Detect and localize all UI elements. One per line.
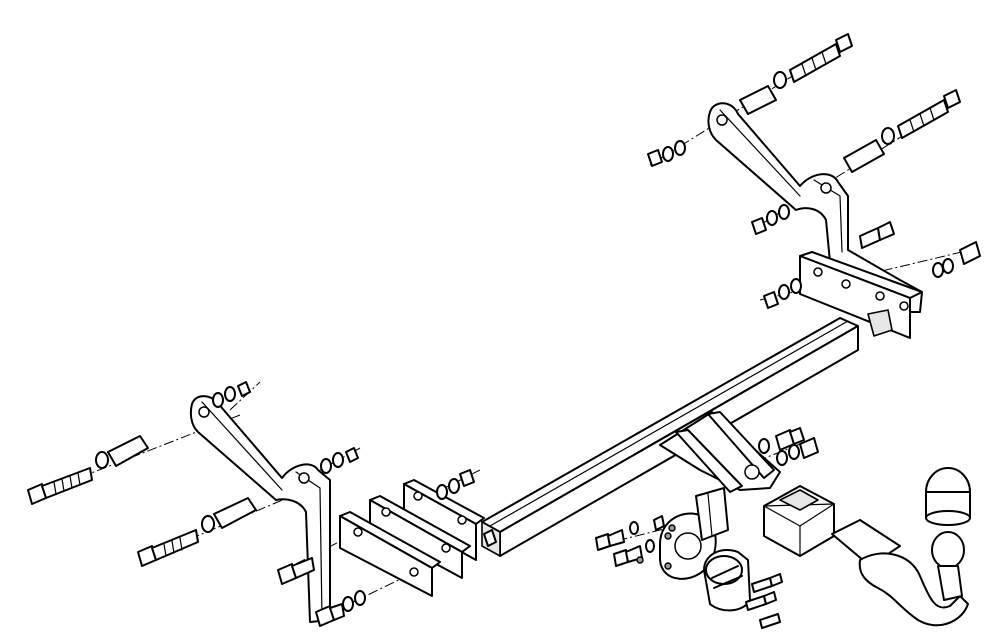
left-bolts <box>27 435 345 627</box>
right-end-plate <box>799 251 923 339</box>
socket-fasteners <box>595 515 783 629</box>
socket-plate <box>659 487 729 580</box>
electrical-socket <box>703 549 751 612</box>
center-bolts <box>758 427 819 466</box>
right-bolts <box>739 33 981 274</box>
right-bracket <box>707 102 923 313</box>
spacer-plates <box>339 495 471 597</box>
tow-ball-neck <box>831 467 971 627</box>
left-washers-nuts <box>212 381 497 612</box>
right-washers-nuts <box>647 140 944 309</box>
center-bracket <box>659 411 781 493</box>
ball-mount-block <box>763 485 835 557</box>
